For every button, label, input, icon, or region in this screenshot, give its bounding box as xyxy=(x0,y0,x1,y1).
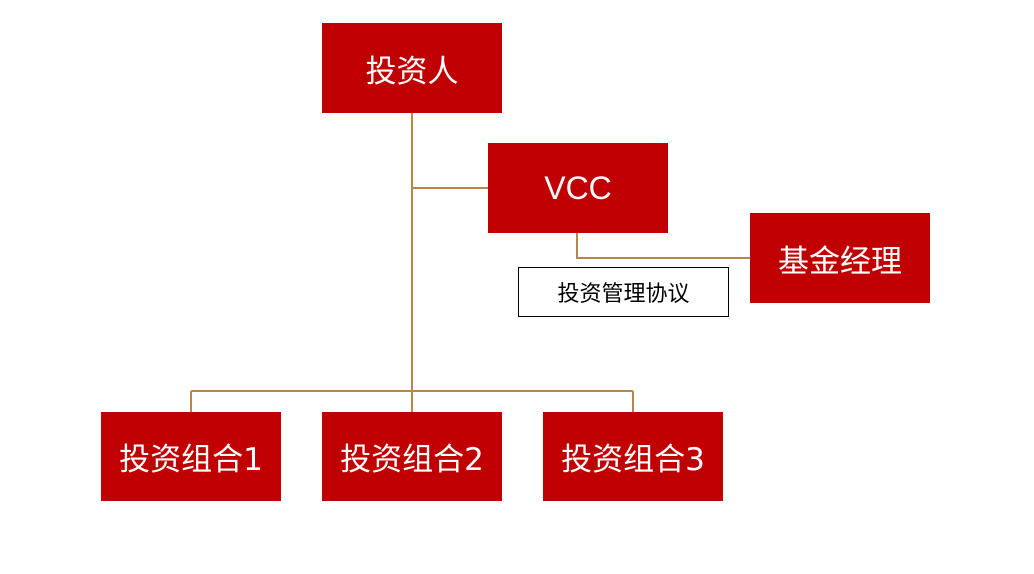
agreement-label-box: 投资管理协议 xyxy=(518,267,729,317)
portfolio-2-label: 投资组合2 xyxy=(340,442,484,478)
vcc-label: VCC xyxy=(544,169,612,206)
vcc-node: VCC xyxy=(488,143,668,233)
portfolio-1-node: 投资组合1 xyxy=(101,412,281,501)
connector-vcc-to-fund-manager xyxy=(576,233,750,259)
portfolio-2-node: 投资组合2 xyxy=(322,412,502,501)
agreement-label: 投资管理协议 xyxy=(557,282,690,307)
portfolio-3-node: 投资组合3 xyxy=(543,412,723,501)
investor-node: 投资人 xyxy=(322,23,502,113)
portfolio-3-label: 投资组合3 xyxy=(561,442,705,478)
investor-label: 投资人 xyxy=(365,53,459,90)
fund-manager-node: 基金经理 xyxy=(750,213,930,303)
portfolio-1-label: 投资组合1 xyxy=(119,442,263,478)
fund-manager-label: 基金经理 xyxy=(778,243,902,280)
